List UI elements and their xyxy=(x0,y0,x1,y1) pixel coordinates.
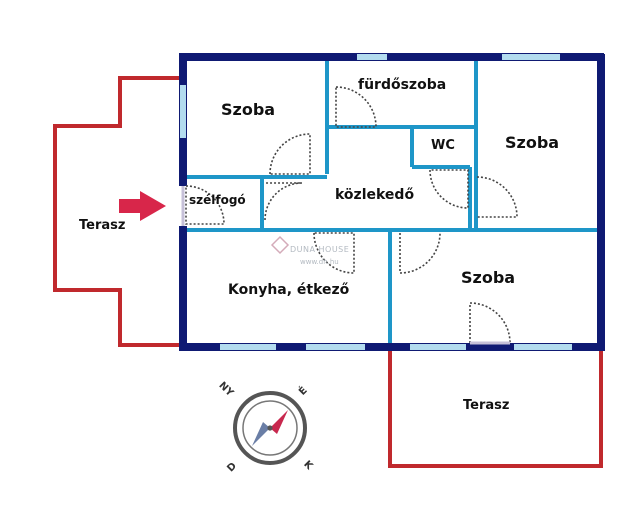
bottom-terrace-outline xyxy=(388,350,603,468)
inner-walls xyxy=(183,60,599,345)
room-label-bedroom-bottom-right: Szoba xyxy=(461,268,516,287)
door-swings xyxy=(185,86,518,344)
room-label-terrace-bottom: Terasz xyxy=(463,398,510,413)
room-label-bathroom: fürdőszoba xyxy=(358,77,447,93)
windows xyxy=(180,54,572,350)
room-label-vestibule: szélfogó xyxy=(189,193,246,207)
room-label-kitchen-dining: Konyha, étkező xyxy=(228,282,350,298)
room-label-bedroom-top-right: Szoba xyxy=(505,133,560,152)
room-label-wc: WC xyxy=(431,138,455,153)
watermark-logo xyxy=(270,235,290,255)
left-terrace-outline xyxy=(53,76,180,347)
watermark-brand: DUNA HOUSE xyxy=(290,245,350,254)
watermark-url: www.dh.hu xyxy=(300,258,339,266)
entrance-arrow xyxy=(119,191,166,221)
room-label-terrace-left: Terasz xyxy=(79,218,126,233)
compass-icon xyxy=(233,391,307,465)
room-label-bedroom-top-left: Szoba xyxy=(221,100,276,119)
room-label-hallway: közlekedő xyxy=(335,187,415,203)
